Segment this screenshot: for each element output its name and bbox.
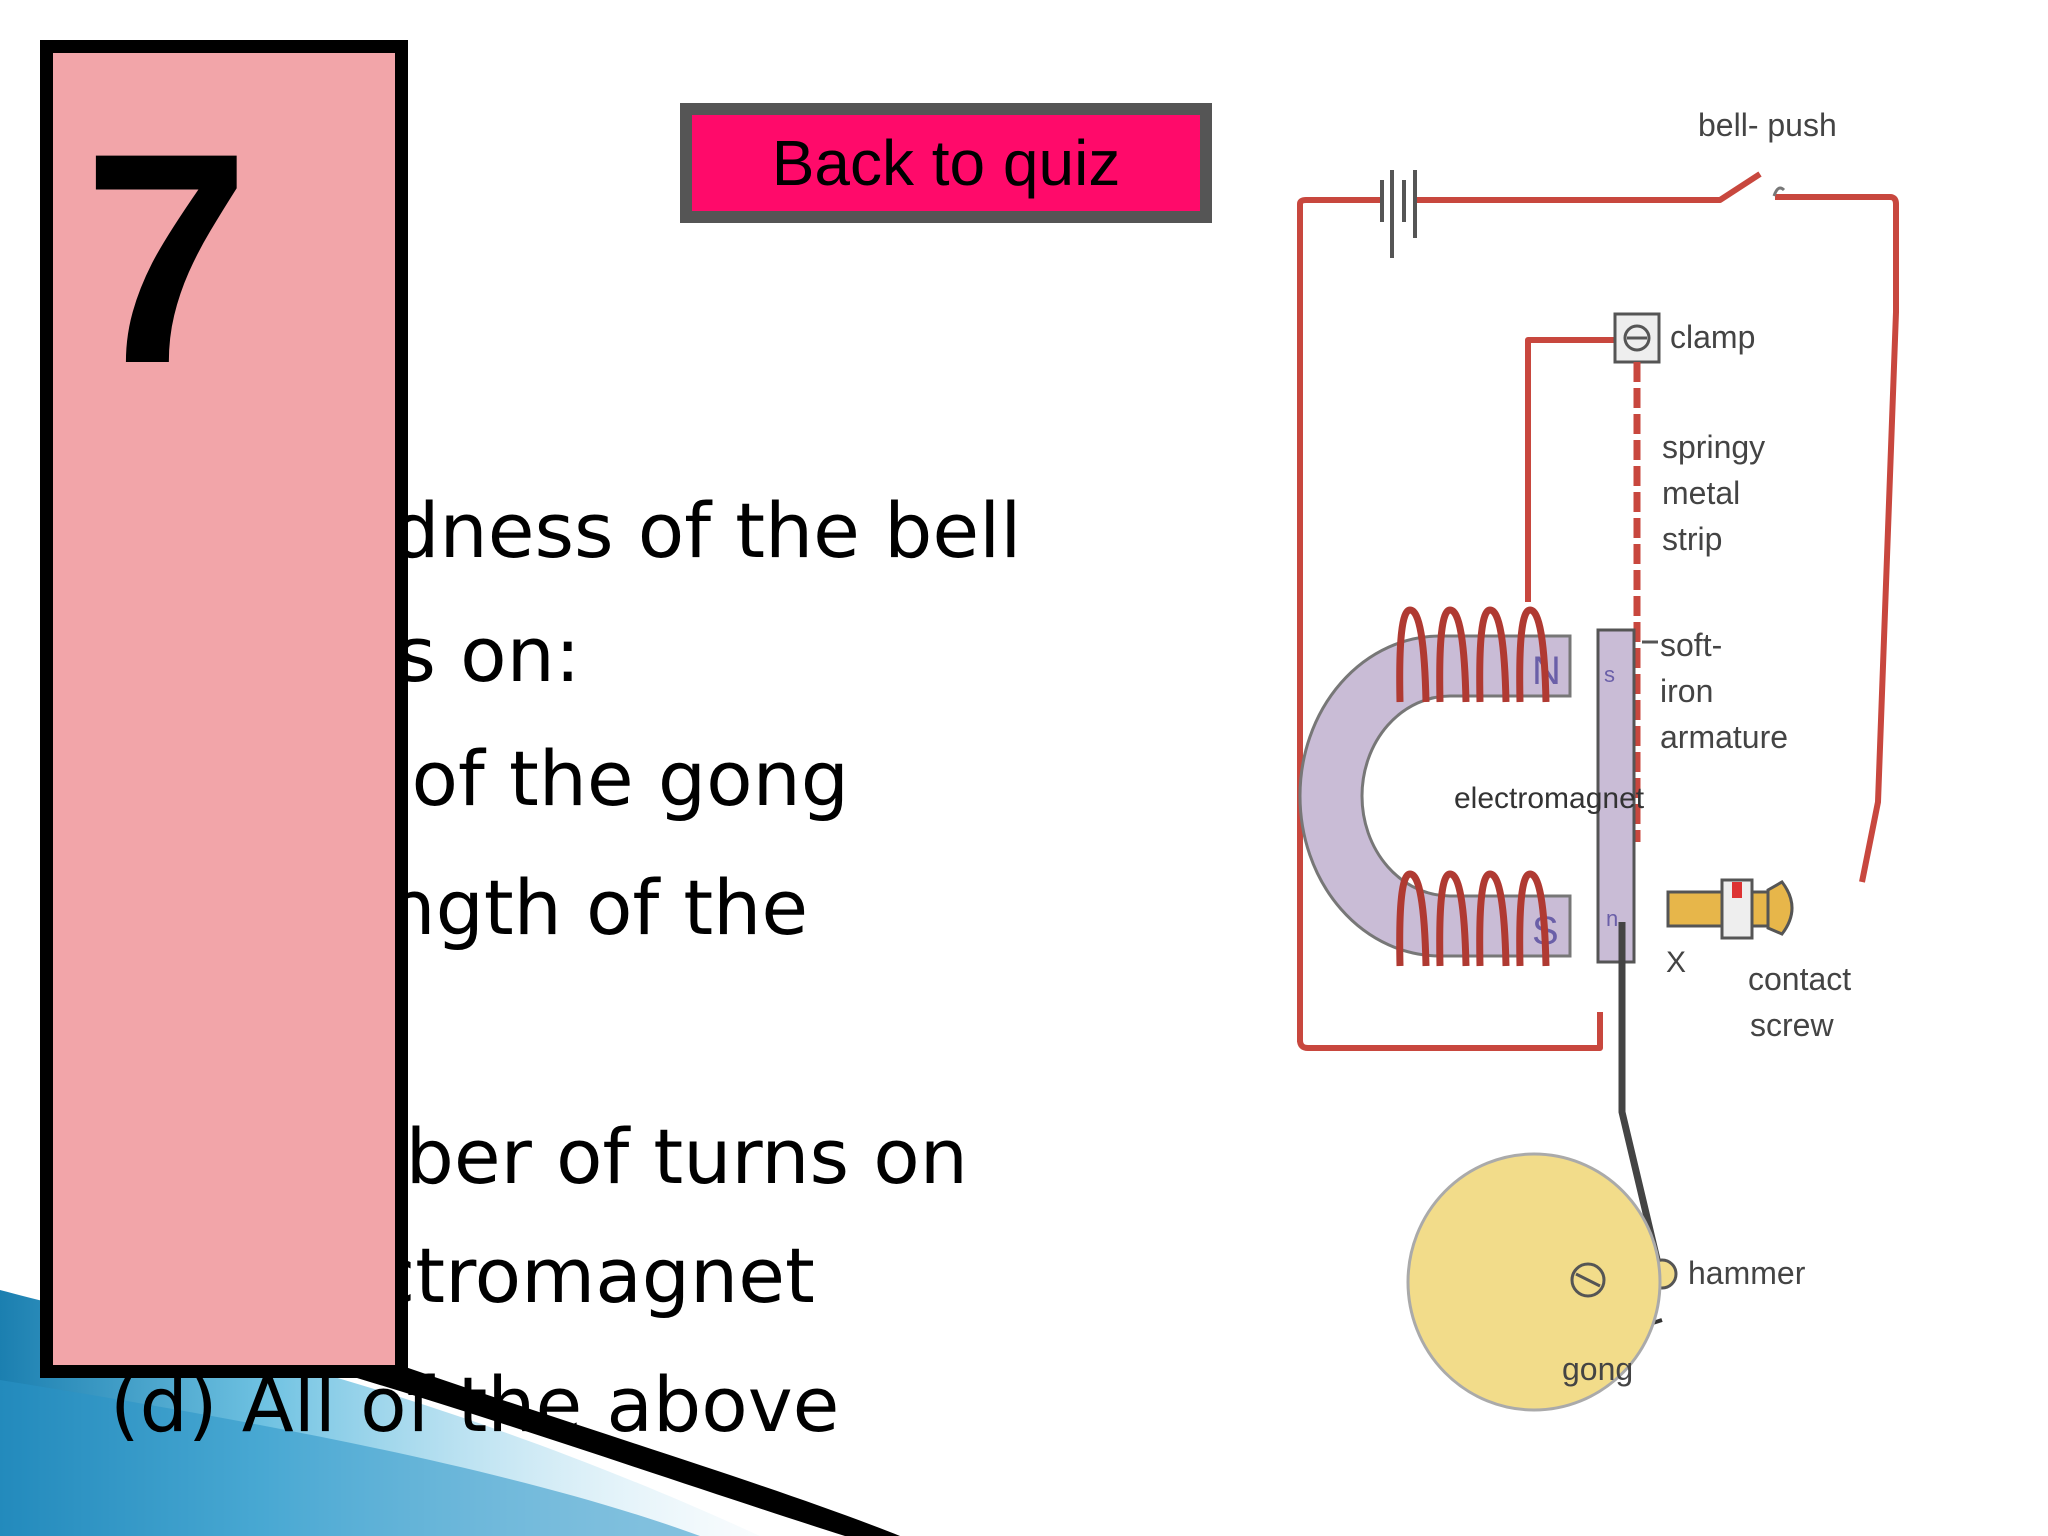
question-number: 7 xyxy=(83,90,250,426)
gong-icon xyxy=(1406,1152,1662,1412)
soft-iron-armature xyxy=(1596,628,1636,964)
hammer-label: hammer xyxy=(1688,1255,1806,1291)
battery-icon xyxy=(1380,170,1417,258)
bell-push-label: bell- push xyxy=(1698,107,1837,143)
armature-pole-s: s xyxy=(1604,662,1615,687)
x-label: X xyxy=(1666,946,1686,979)
question-number-card: 7 xyxy=(40,40,408,1378)
clamp-label: clamp xyxy=(1670,319,1755,355)
coil-top xyxy=(1396,606,1550,703)
iron-label: iron xyxy=(1660,673,1713,709)
bell-push-icon xyxy=(1772,186,1786,197)
back-to-quiz-button[interactable]: Back to quiz xyxy=(680,103,1212,223)
contact-screw-icon xyxy=(1666,878,1794,940)
contact-label: contact xyxy=(1748,961,1851,997)
soft-label: soft- xyxy=(1660,627,1722,663)
circuit-wire xyxy=(1297,171,1899,1051)
armature-pole-n: n xyxy=(1606,906,1618,931)
coil-bottom xyxy=(1396,870,1550,967)
electric-bell-diagram: bell- push clamp s n springy metal strip… xyxy=(1270,62,1990,1482)
electromagnet-core xyxy=(1298,634,1572,958)
clamp-icon xyxy=(1613,312,1661,364)
option-d: (d) All of the above xyxy=(110,1360,840,1449)
metal-label: metal xyxy=(1662,475,1740,511)
armature-label: armature xyxy=(1660,719,1788,755)
gong-label: gong xyxy=(1562,1351,1633,1387)
hammer-arm xyxy=(1618,922,1664,1273)
springy-label: springy xyxy=(1662,429,1765,465)
strip-label: strip xyxy=(1662,521,1722,557)
electromagnet-label: electromagnet xyxy=(1454,782,1645,815)
screw-label: screw xyxy=(1750,1007,1834,1043)
